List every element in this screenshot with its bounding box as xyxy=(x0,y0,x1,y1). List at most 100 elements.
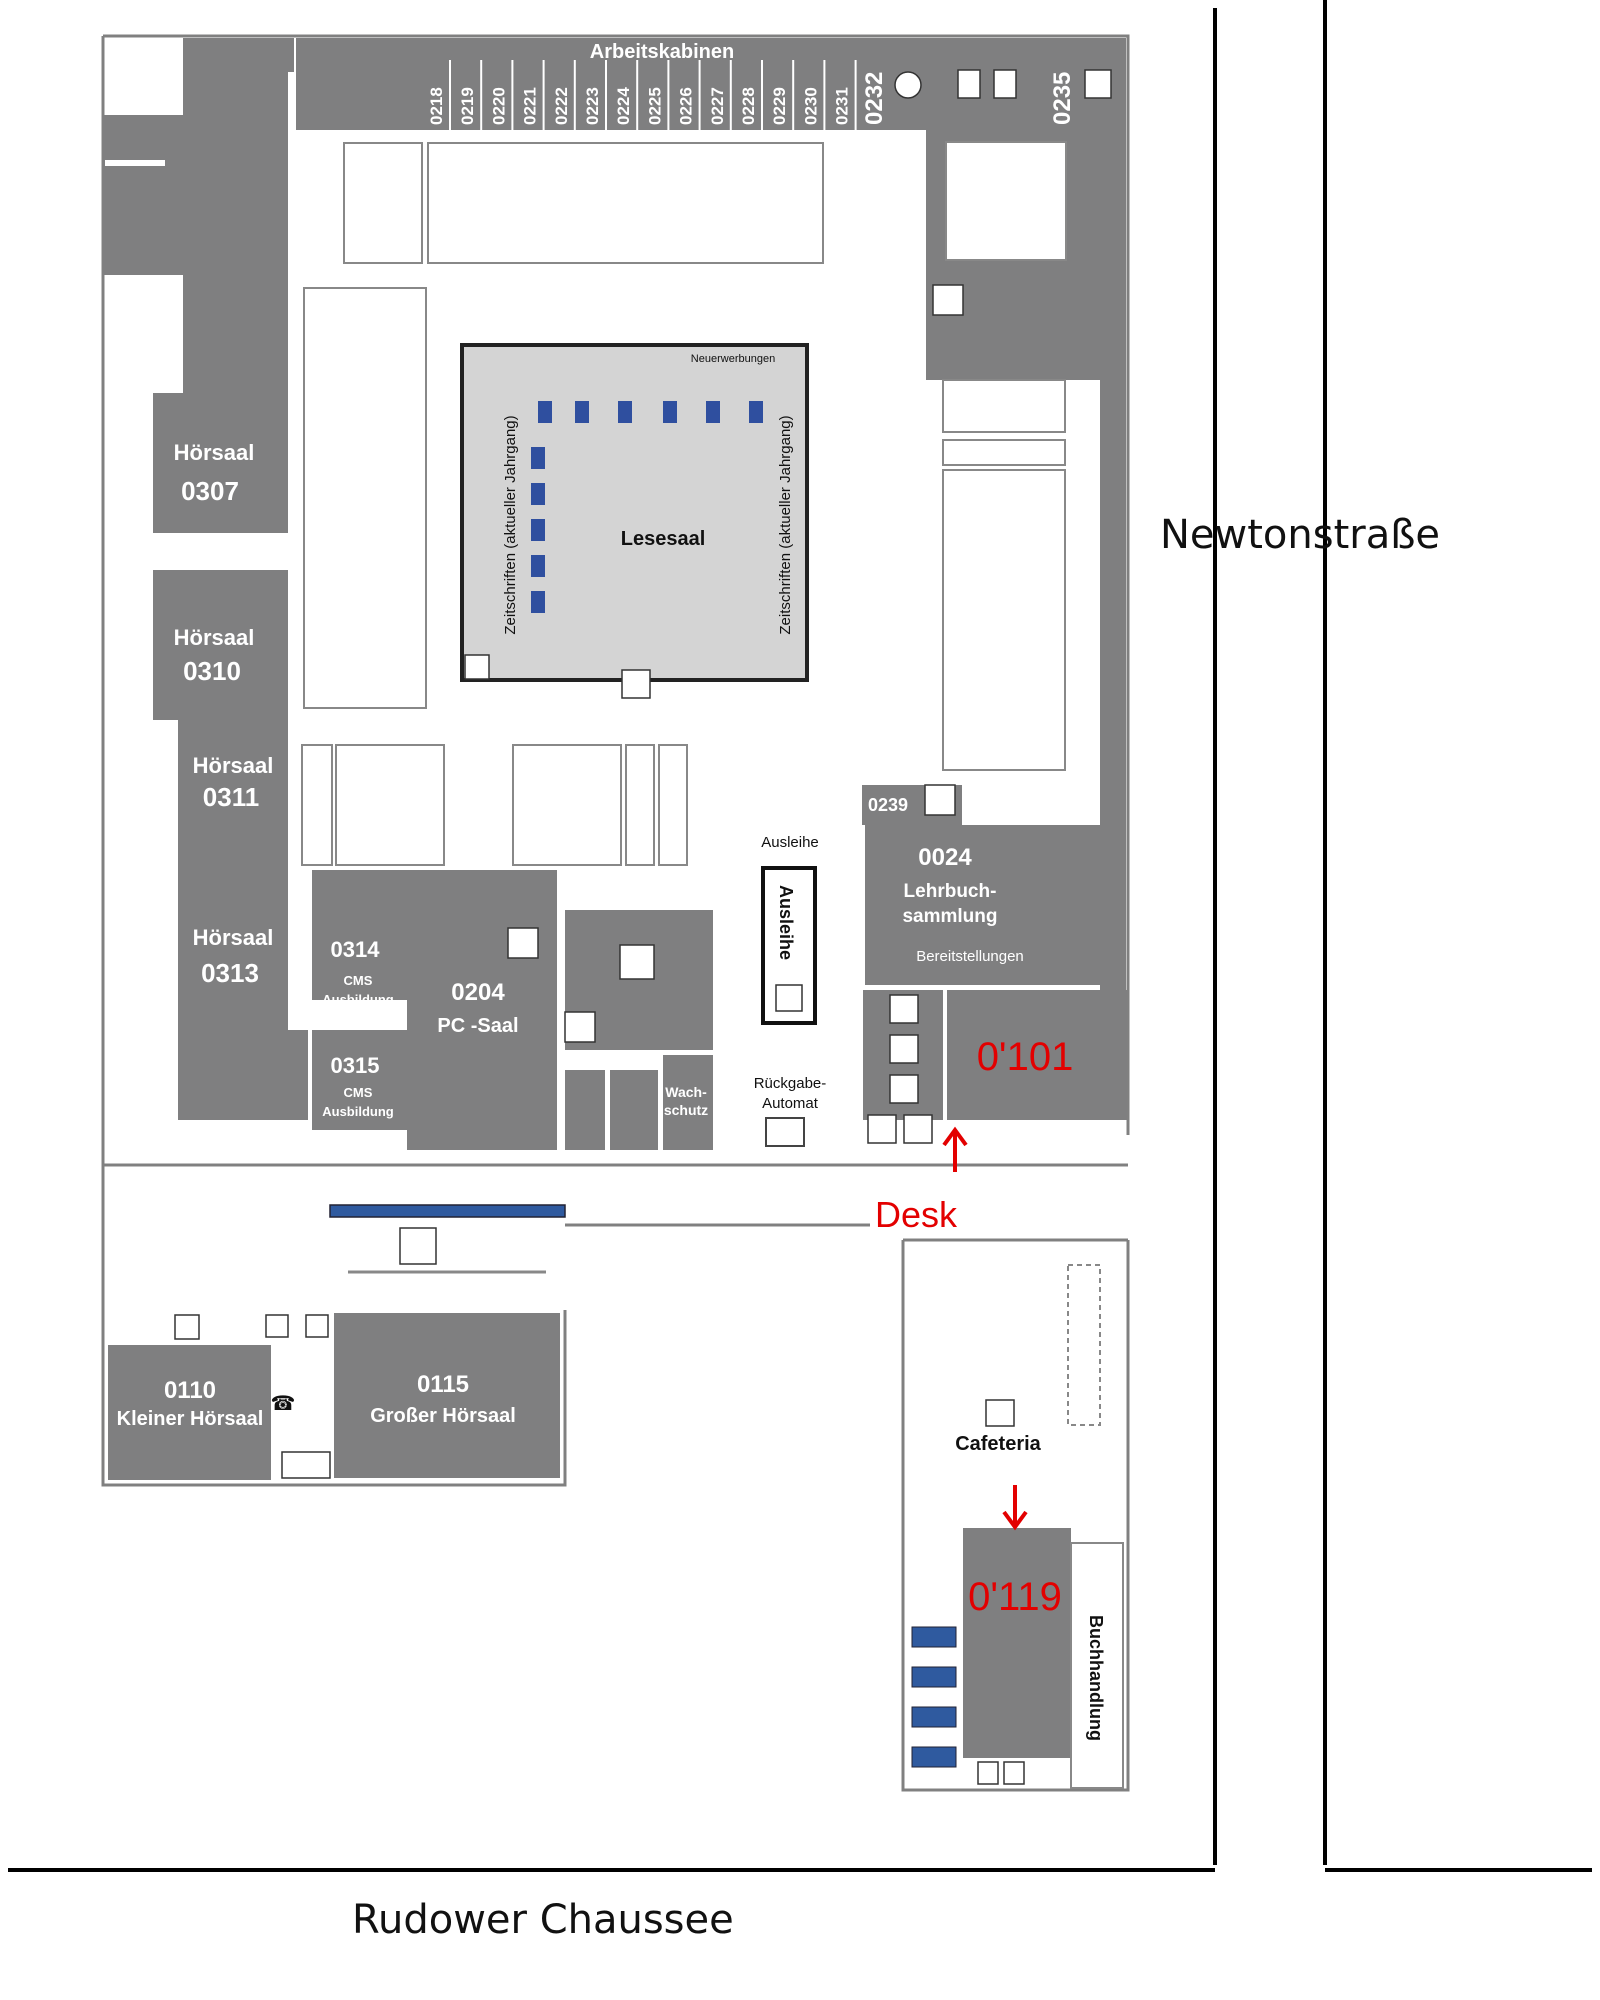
seat xyxy=(538,401,552,423)
room-label-0024: 0024 xyxy=(918,844,972,871)
seat xyxy=(531,447,545,469)
seating xyxy=(531,401,763,613)
reader-icon xyxy=(464,654,490,680)
pc-saal-label: PC -Saal xyxy=(437,1015,518,1037)
accessible-icon-lower xyxy=(174,1314,200,1340)
lesesaal: Lesesaal Neuerwerbungen Zeitschriften (a… xyxy=(460,343,809,699)
cafe-table xyxy=(911,1666,957,1688)
cabin-label-0221: 0221 xyxy=(521,87,540,125)
buchhandlung-label: Buchhandlung xyxy=(1086,1615,1106,1741)
seat xyxy=(749,401,763,423)
room-0232: 0232 xyxy=(861,71,922,125)
lesesaal-title: Lesesaal xyxy=(621,528,706,550)
grosser-hoersaal-label: Großer Hörsaal xyxy=(370,1405,516,1427)
desk-arrow-icon xyxy=(942,1126,968,1172)
hoersaal-label-310: Hörsaal xyxy=(174,625,255,650)
cabin-label-0231: 0231 xyxy=(833,87,852,125)
cafeteria-label: Cafeteria xyxy=(955,1433,1041,1455)
room-label-0204: 0204 xyxy=(451,979,505,1006)
cafe-icon-lower xyxy=(281,1451,331,1479)
cabin-label-0228: 0228 xyxy=(739,87,758,125)
cabin-label-0227: 0227 xyxy=(708,87,727,125)
seat xyxy=(706,401,720,423)
seat xyxy=(663,401,677,423)
left-column xyxy=(103,38,288,1030)
cabin-label-0222: 0222 xyxy=(552,87,571,125)
phone-icon: ☎ xyxy=(271,1393,296,1415)
hoersaal-label-313: Hörsaal xyxy=(193,925,274,950)
room-label-0315: 0315 xyxy=(331,1053,380,1078)
cafe-seating xyxy=(911,1626,957,1768)
room-label-0314: 0314 xyxy=(331,937,381,962)
ausbildung-label-314: Ausbildung xyxy=(322,992,394,1007)
bereitstellungen-label: Bereitstellungen xyxy=(916,948,1024,965)
lehrbuch-label: Lehrbuch- xyxy=(904,881,997,902)
cabin-label-0220: 0220 xyxy=(489,87,508,125)
street-rudower-chaussee: Rudower Chaussee xyxy=(352,1897,734,1943)
zeitschriften-right: Zeitschriften (aktueller Jahrgang) xyxy=(777,415,794,634)
wachschutz-line1: Wach- xyxy=(665,1084,707,1100)
street-lines xyxy=(8,0,1592,1872)
toilet-icon-cafe-2 xyxy=(1003,1761,1025,1785)
rueckgabe-line2: Automat xyxy=(762,1095,819,1112)
label-arbeitskabinen: Arbeitskabinen xyxy=(590,41,734,63)
accessible-toilet-icon xyxy=(889,1074,919,1104)
room-label-0311: 0311 xyxy=(203,782,259,812)
copier-icon xyxy=(1084,69,1112,99)
toilet-male-icon-right xyxy=(889,1034,919,1064)
cabin-label-0218: 0218 xyxy=(427,87,446,125)
cabin-label-0229: 0229 xyxy=(770,87,789,125)
room-label-0101: 0'101 xyxy=(977,1035,1074,1079)
seat xyxy=(531,591,545,613)
librarian-desk-icon xyxy=(621,669,651,699)
room-label-0119: 0'119 xyxy=(968,1575,1062,1619)
lower-left: ☎ xyxy=(108,1313,560,1480)
first-aid-icon xyxy=(903,1114,933,1144)
label-0232: 0232 xyxy=(861,72,888,125)
cafe-table xyxy=(911,1626,957,1648)
corridor xyxy=(329,1204,566,1274)
cms-label-314: CMS xyxy=(344,973,373,988)
cabin-label-0230: 0230 xyxy=(801,87,820,125)
info-icon-ausleihe xyxy=(775,984,803,1012)
seat xyxy=(531,519,545,541)
wachschutz-line2: schutz xyxy=(664,1102,708,1118)
toilet-icon-cafe-1 xyxy=(977,1761,999,1785)
room-label-0307: 0307 xyxy=(181,476,239,506)
cafe-table xyxy=(911,1746,957,1768)
ausbildung-label-315: Ausbildung xyxy=(322,1104,394,1119)
elevator-icon xyxy=(932,284,964,316)
label-0235: 0235 xyxy=(1049,72,1076,125)
cabin-label-0219: 0219 xyxy=(458,87,477,125)
copier-icon-239 xyxy=(924,784,956,816)
neuerwerbungen-label: Neuerwerbungen xyxy=(691,353,775,365)
rueckgabe-automat[interactable] xyxy=(765,1117,805,1147)
cabin-label-0226: 0226 xyxy=(677,87,696,125)
toilet-icon-lower-1 xyxy=(265,1314,289,1338)
room-label-0110: 0110 xyxy=(164,1377,216,1404)
toilet-female-icon-right xyxy=(889,994,919,1024)
cms-label-315: CMS xyxy=(344,1085,373,1100)
room-label-0115: 0115 xyxy=(417,1371,469,1398)
ausleihe-counter-label: Ausleihe xyxy=(776,885,796,960)
coffee-icon xyxy=(985,1399,1015,1427)
toilet-male-icon xyxy=(957,69,981,99)
seat xyxy=(618,401,632,423)
ausleihe-counter[interactable]: Ausleihe xyxy=(761,866,817,1025)
sammlung-label: sammlung xyxy=(902,906,997,927)
street-newtonstrasse: Newtonstraße xyxy=(1160,512,1440,558)
shelves xyxy=(301,142,824,866)
desk-label: Desk xyxy=(875,1194,958,1235)
center-block xyxy=(178,870,713,1150)
cabin-label-0224: 0224 xyxy=(614,87,633,125)
right-upper xyxy=(862,130,1127,1120)
info-icon-pc xyxy=(507,927,539,959)
toilet-icons-right xyxy=(867,994,933,1144)
seat xyxy=(531,483,545,505)
washroom-icon xyxy=(619,944,655,980)
kleiner-hoersaal-label: Kleiner Hörsaal xyxy=(117,1408,264,1430)
copier-icon-pc xyxy=(564,1011,596,1043)
seat xyxy=(575,401,589,423)
